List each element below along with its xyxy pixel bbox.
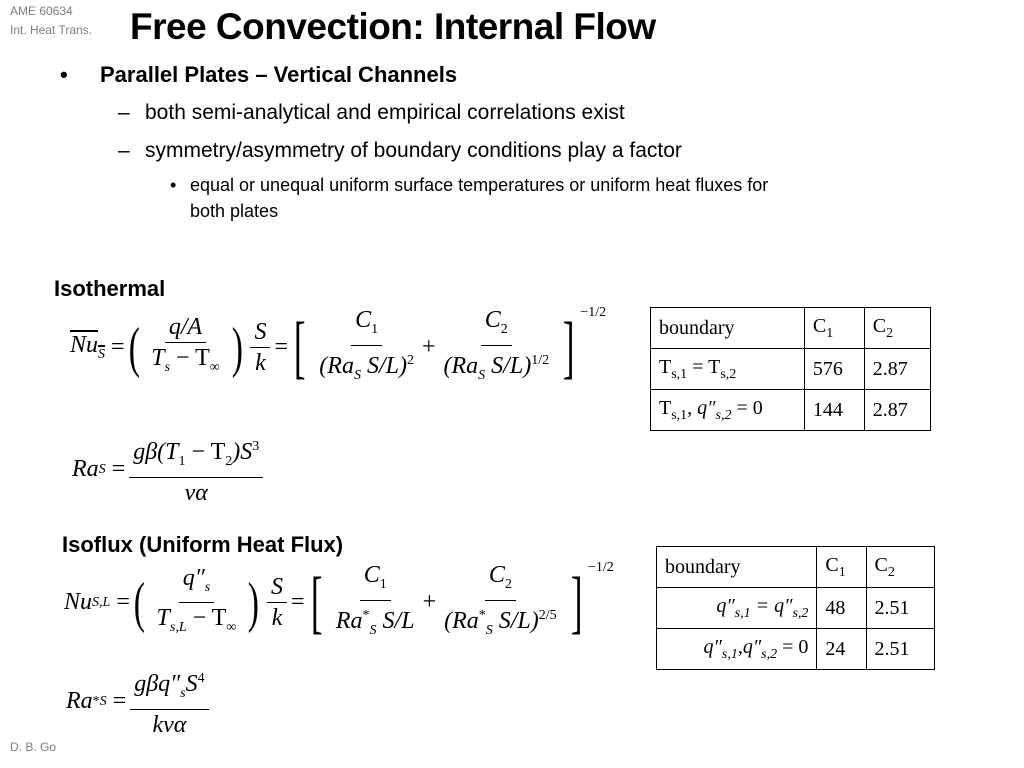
course-code: AME 60634: [10, 4, 73, 18]
sub-bullet-1: both semi-analytical and empirical corre…: [145, 101, 625, 124]
bullet-main: Parallel Plates – Vertical Channels: [100, 62, 458, 87]
isothermal-heading: Isothermal: [54, 276, 166, 301]
dash-icon: –: [118, 101, 130, 124]
slide-title: Free Convection: Internal Flow: [130, 6, 656, 47]
bullet-icon: •: [170, 175, 177, 195]
course-subtitle: Int. Heat Trans.: [10, 23, 93, 37]
dash-icon: –: [118, 139, 130, 162]
sub-bullet-2: symmetry/asymmetry of boundary condition…: [145, 139, 682, 162]
sub-sub-bullet: equal or unequal uniform surface tempera…: [190, 175, 769, 221]
isoflux-heading: Isoflux (Uniform Heat Flux): [62, 532, 344, 557]
bullet-icon: •: [60, 62, 68, 87]
footer-author: D. B. Go: [10, 740, 57, 754]
